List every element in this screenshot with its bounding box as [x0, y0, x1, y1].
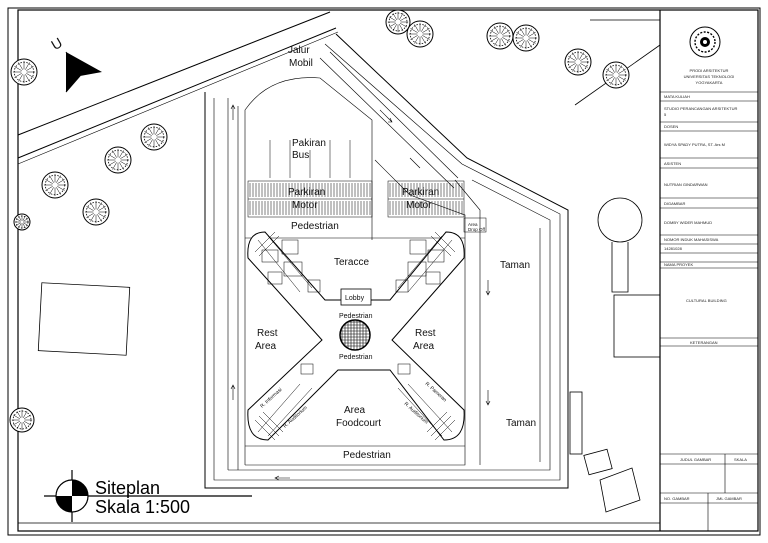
scale-symbol: [44, 470, 252, 522]
tree-icon: [512, 24, 540, 52]
university-logo: [689, 26, 721, 58]
tree-icon: [82, 198, 110, 226]
tb-mata-kuliah-2: 5: [664, 112, 667, 117]
tb-dosen: WIDYA SPADY PUTRA, ST. Ars M: [664, 142, 725, 147]
motor-parking-right: [387, 180, 465, 218]
tb-nama-proyek: CULTURAL BUILDING: [686, 298, 727, 303]
tb-mata-kuliah-1: STUDIO PERANCANGAN ARSITEKTUR: [664, 106, 737, 111]
label-pedestrian-center-top: Pedestrian: [339, 313, 373, 320]
label-pakiran-bus-1: Pakiran: [292, 138, 326, 149]
tree-icon: [602, 61, 630, 89]
label-drop-off-2: Drop Off: [468, 227, 486, 232]
traffic-arrows: [230, 104, 491, 481]
tb-judul-gambar-label: JUDUL GAMBAR: [680, 457, 711, 462]
tree-icon: [564, 48, 592, 76]
label-taman-top: Taman: [500, 260, 530, 271]
tree-icon: [406, 20, 434, 48]
tb-jml-gambar-label: JML GAMBAR: [716, 496, 742, 501]
tb-digambar: DOMBY WIDER MAHMUD: [664, 220, 712, 225]
siteplan-scale: Skala 1:500: [95, 497, 190, 517]
label-taman-bottom: Taman: [506, 418, 536, 429]
siteplan-title: Siteplan: [95, 478, 160, 498]
label-foodcourt-2: Foodcourt: [336, 418, 381, 429]
label-parkiran-motor-right-1: Parkiran: [402, 187, 439, 198]
label-rest-area-left-2: Area: [255, 341, 277, 352]
label-rest-area-right-1: Rest: [415, 328, 436, 339]
label-pakiran-bus-2: Bus: [292, 150, 309, 161]
tree-icon: [385, 9, 411, 35]
tb-keterangan-label: KETERANGAN: [690, 340, 718, 345]
site-boundary: [204, 33, 569, 489]
motor-parking-left: [247, 180, 373, 218]
tb-institution-2: UNIVERSITAS TEKNOLOGI: [684, 74, 735, 79]
drop-off-box: [463, 217, 487, 233]
label-parkiran-motor-left-2: Motor: [292, 200, 318, 211]
tb-institution-1: PRODI ARSITEKTUR: [690, 68, 729, 73]
bus-parking: [269, 140, 351, 178]
label-pedestrian-top: Pedestrian: [291, 221, 339, 232]
tb-institution-3: YOGYAKARTA: [696, 80, 723, 85]
label-jalur-mobil-2: Mobil: [289, 58, 313, 69]
sheet-inner-border: [17, 9, 759, 532]
tree-icon: [13, 213, 31, 231]
trees: [9, 9, 630, 433]
label-foodcourt-1: Area: [344, 405, 366, 416]
label-lobby: Lobby: [345, 295, 365, 302]
tb-nomor: 14281028: [664, 246, 683, 251]
main-road: [17, 11, 339, 165]
label-parkiran-motor-left-1: Parkiran: [288, 187, 325, 198]
tree-icon: [104, 146, 132, 174]
neighbor-building: [37, 282, 131, 356]
tree-icon: [10, 58, 38, 86]
label-teracce: Teracce: [334, 257, 369, 268]
tree-icon: [140, 123, 168, 151]
lobby-box: [340, 288, 372, 306]
tb-nama-proyek-label: NAMA PROYEK: [664, 262, 693, 267]
plaza-boundary: [244, 77, 481, 466]
tree-icon: [9, 407, 35, 433]
label-drop-off-1: Area: [468, 222, 478, 227]
label-pedestrian-bottom: Pedestrian: [343, 450, 391, 461]
tree-icon: [41, 171, 69, 199]
tree-icon: [486, 22, 514, 50]
tb-asisten-label: ASISTEN: [664, 161, 681, 166]
label-pedestrian-center-bottom: Pedestrian: [339, 354, 373, 361]
tb-asisten: NUTRIAN GINDARWAN: [664, 182, 708, 187]
tb-digambar-label: DIGAMBAR: [664, 201, 685, 206]
tb-nomor-label: NOMOR INDUK MAHASISWA: [664, 237, 719, 242]
tb-no-gambar-label: NO. GAMBAR: [664, 496, 690, 501]
title-block: PRODI ARSITEKTUR UNIVERSITAS TEKNOLOGI Y…: [659, 10, 758, 531]
site-labels: Jalur Mobil Pakiran Bus Parkiran Motor P…: [255, 45, 536, 461]
label-rest-area-left-1: Rest: [257, 328, 278, 339]
tb-skala-label: SKALA: [734, 457, 747, 462]
building-rooms: [254, 231, 456, 441]
center-fountain: [339, 319, 371, 351]
label-parkiran-motor-right-2: Motor: [406, 200, 432, 211]
sheet-outer-border: [7, 7, 761, 536]
tb-mata-kuliah-label: MATA KULIAH: [664, 94, 690, 99]
label-rest-area-right-2: Area: [413, 341, 435, 352]
tb-dosen-label: DOSEN: [664, 124, 678, 129]
label-jalur-mobil-1: Jalur: [288, 45, 310, 56]
